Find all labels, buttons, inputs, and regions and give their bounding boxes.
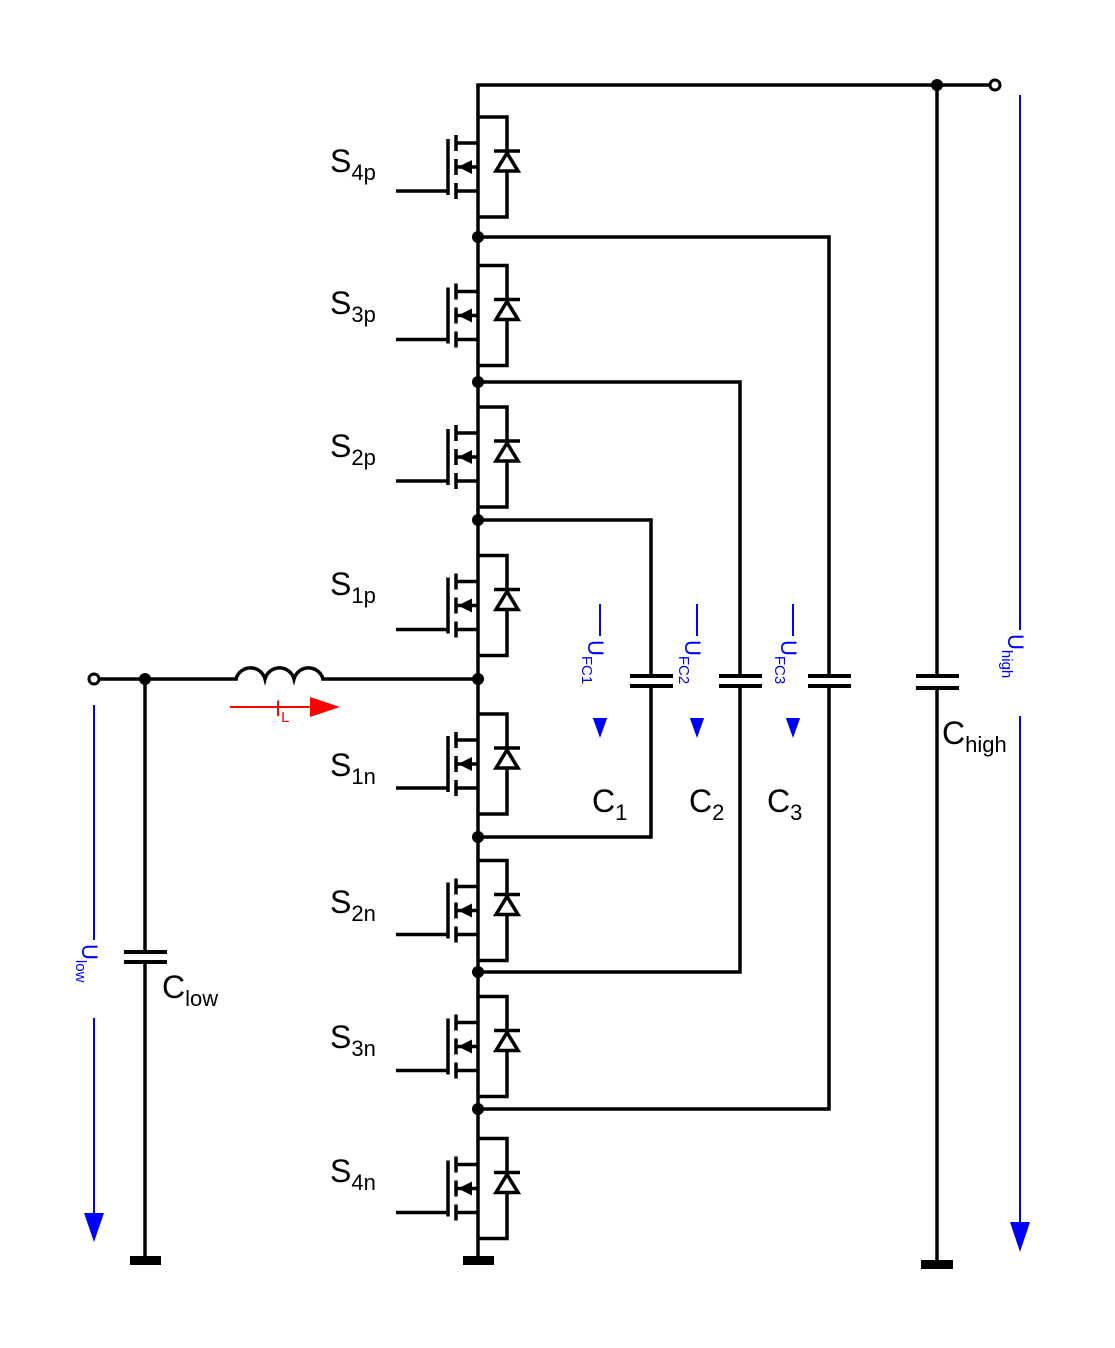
c1-wire-bottom [476, 684, 653, 839]
terminal-high [988, 78, 1002, 92]
switch-s1n [396, 679, 522, 837]
c2-wire-top [476, 380, 742, 678]
current-label: IL [275, 696, 289, 726]
c3-label: C3 [767, 783, 802, 825]
junction-dots [139, 79, 943, 1115]
capacitor-c3 [808, 674, 851, 688]
voltage-arrow-ufc2: UFC2 [675, 604, 712, 738]
switch-label-s3p: S3p [330, 285, 376, 327]
ufc1-label: UFC1 [578, 640, 608, 684]
ground-high [921, 1260, 953, 1269]
switch-label-s1n: S1n [330, 747, 376, 789]
chigh-label: Chigh [942, 715, 1007, 757]
current-arrow-il: IL [230, 696, 340, 726]
switch-s2p [396, 382, 522, 520]
capacitor-plates [124, 674, 959, 964]
ground-switch [463, 1256, 494, 1265]
switch-stack [396, 85, 522, 1256]
voltage-arrow-ulow: Ulow [72, 705, 110, 1242]
c3-wire-bottom [476, 684, 831, 1111]
terminal-low [87, 672, 101, 686]
switch-s1p [396, 520, 522, 679]
capacitor-c2 [719, 674, 762, 688]
switch-label-s4n: S4n [330, 1153, 376, 1195]
switch-s3n [396, 972, 522, 1109]
ground-low [130, 1256, 161, 1265]
wires [95, 83, 992, 1264]
c2-wire-bottom [476, 684, 742, 974]
voltage-arrow-uhigh: Uhigh [998, 95, 1036, 1252]
switch-label-s2n: S2n [330, 884, 376, 926]
ufc2-label: UFC2 [675, 640, 705, 684]
capacitor-clow [124, 950, 167, 964]
capacitor-chigh [916, 674, 959, 690]
switch-label-s1p: S1p [330, 566, 376, 608]
c3-wire-top [476, 235, 831, 678]
voltage-arrow-ufc3: UFC3 [771, 604, 808, 738]
switch-s3p [396, 237, 522, 382]
switch-label-s3n: S3n [330, 1019, 376, 1061]
ufc3-label: UFC3 [771, 640, 801, 684]
c1-label: C1 [592, 783, 627, 825]
terminals [87, 78, 1002, 686]
ulow-label: Ulow [72, 944, 102, 983]
uhigh-label: Uhigh [998, 634, 1028, 678]
c2-label: C2 [689, 783, 724, 825]
clow-label: Clow [162, 969, 218, 1011]
switch-s4p [396, 85, 522, 237]
ground-symbols [130, 1256, 953, 1269]
c1-wire-top [476, 518, 653, 678]
inductor [234, 666, 325, 686]
capacitor-c1 [630, 674, 673, 688]
switch-s2n [396, 837, 522, 972]
switch-label-s4p: S4p [330, 143, 376, 185]
switch-s4n [396, 1109, 522, 1256]
switch-label-s2p: S2p [330, 428, 376, 470]
voltage-arrow-ufc1: UFC1 [578, 604, 615, 738]
